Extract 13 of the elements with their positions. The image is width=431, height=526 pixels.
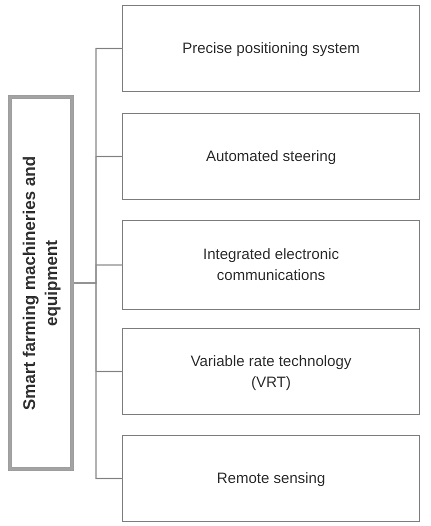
item-box xyxy=(122,220,420,310)
category-label: Smart farming machineries and equipment xyxy=(19,154,62,412)
item-box xyxy=(122,435,420,522)
item-label: Variable rate technology (VRT) xyxy=(190,352,352,392)
item-label: Automated steering xyxy=(206,147,336,167)
connector-line xyxy=(74,282,122,480)
item-box xyxy=(122,5,420,92)
item-label: Integrated electronic communications xyxy=(202,245,340,286)
item-box xyxy=(122,113,420,200)
item-label: Remote sensing xyxy=(216,469,326,489)
category-box xyxy=(8,95,74,471)
item-box xyxy=(122,328,420,415)
item-label: Precise positioning system xyxy=(182,39,360,59)
